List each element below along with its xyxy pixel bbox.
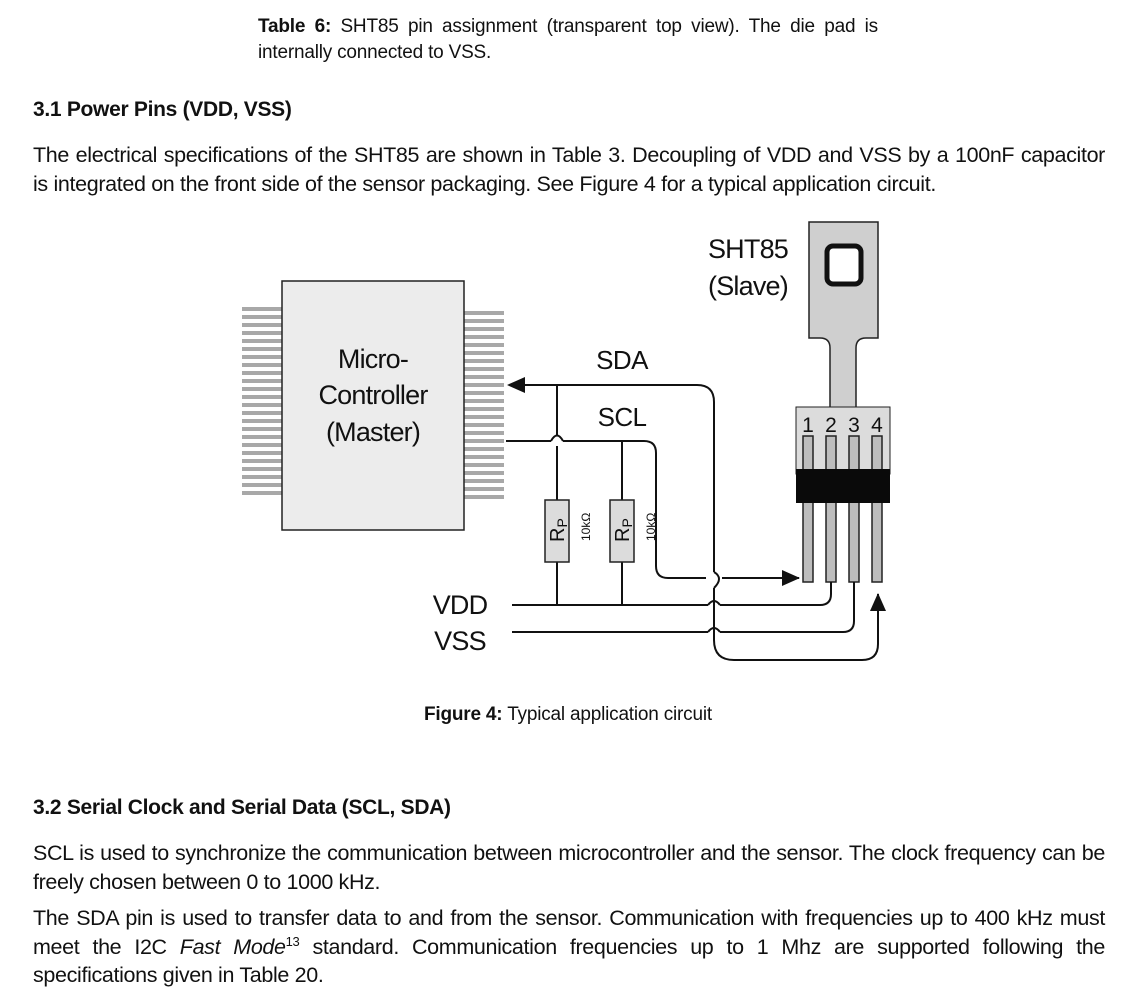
section-3-2-paragraph-1: SCL is used to synchronize the communica… — [33, 841, 1105, 894]
mcu-label-line-1: Micro- — [338, 344, 408, 374]
vdd-label: VDD — [433, 590, 488, 620]
section-3-2-paragraph-2: The SDA pin is used to transfer data to … — [33, 904, 1105, 990]
section-3-1-heading: 3.1 Power Pins (VDD, VSS) — [33, 98, 292, 121]
scl-label: SCL — [598, 402, 647, 432]
mcu-pins-right — [464, 311, 504, 499]
pin-number-1: 1 — [802, 414, 814, 437]
footnote-13: 13 — [285, 933, 300, 949]
mcu-pins-left — [242, 307, 282, 495]
vss-wire — [512, 582, 855, 633]
pin-header-body — [796, 469, 890, 503]
vdd-wire — [512, 582, 832, 606]
table-caption-label: Table 6: — [258, 16, 332, 37]
table-caption-text: SHT85 pin assignment (transparent top vi… — [258, 16, 878, 63]
circuit-wires — [506, 384, 878, 661]
sda-arrow-head — [507, 377, 525, 393]
figure-caption-label: Figure 4: — [424, 704, 503, 725]
resistor-2-value: 10kΩ — [644, 513, 658, 541]
pin-number-3: 3 — [848, 414, 860, 437]
section-3-1-paragraph: The electrical specifications of the SHT… — [33, 143, 1105, 196]
figure-caption: Figure 4: Typical application circuit — [424, 702, 712, 728]
pin-number-4: 4 — [871, 414, 883, 437]
figure-caption-text: Typical application circuit — [507, 704, 712, 725]
pin-numbers: 1 2 3 4 — [802, 414, 883, 437]
vss-label: VSS — [434, 626, 486, 656]
pin-number-2: 2 — [825, 414, 837, 437]
table-caption: Table 6: SHT85 pin assignment (transpare… — [258, 14, 878, 66]
mcu-label-line-3: (Master) — [326, 417, 420, 447]
fast-mode-italic: Fast Mode — [179, 934, 286, 959]
resistor-1-value: 10kΩ — [579, 513, 593, 541]
sensor-label-line-2: (Slave) — [708, 271, 788, 301]
resistor-rp-1 — [544, 499, 570, 563]
section-3-2-paragraph-2-text-b: standard. Communication frequencies up t… — [33, 934, 1105, 988]
microcontroller-body — [281, 280, 465, 531]
resistor-rp-2 — [609, 499, 635, 563]
scl-wire — [506, 440, 799, 578]
section-3-2-heading: 3.2 Serial Clock and Serial Data (SCL, S… — [33, 796, 451, 819]
section-3-2-paragraph-2-text-a: The SDA pin is used to transfer data to … — [33, 906, 1105, 959]
sensor-label-line-1: SHT85 — [708, 234, 788, 264]
sht85-sensor-window — [824, 243, 864, 287]
sda-wire — [509, 384, 878, 661]
application-circuit-diagram: Micro- Controller (Master) SHT85 (Slave)… — [242, 221, 1130, 661]
sda-label: SDA — [596, 345, 649, 375]
mcu-label-line-2: Controller — [318, 380, 428, 410]
